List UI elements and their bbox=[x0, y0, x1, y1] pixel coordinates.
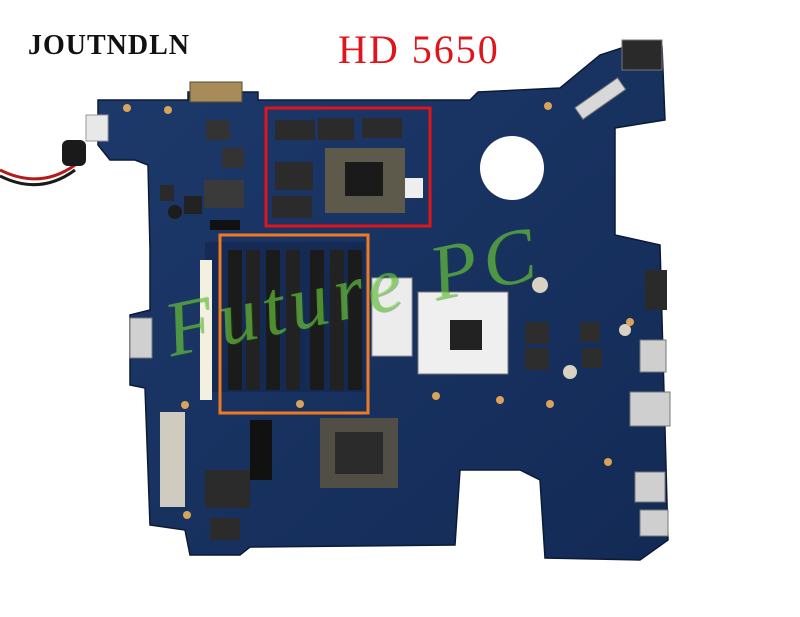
ram-highlight-box bbox=[218, 233, 370, 415]
screw-pads bbox=[123, 102, 634, 519]
left-port bbox=[129, 317, 153, 359]
brand-title: JOUTNDLN bbox=[28, 30, 191, 61]
cpu-socket bbox=[417, 291, 509, 375]
right-ports bbox=[629, 270, 671, 537]
power-components bbox=[525, 277, 631, 379]
gpu-section bbox=[272, 118, 423, 218]
chipset bbox=[320, 418, 398, 488]
gpu-highlight-box bbox=[264, 106, 432, 228]
board-label bbox=[371, 277, 413, 357]
gpu-core bbox=[345, 162, 383, 196]
dc-jack bbox=[62, 140, 86, 166]
gpu-model-label: HD 5650 bbox=[338, 27, 500, 72]
ram-slots bbox=[200, 242, 365, 400]
power-cable bbox=[0, 163, 76, 181]
top-connector bbox=[189, 81, 243, 103]
mounting-cutout bbox=[480, 136, 544, 200]
top-left-components bbox=[160, 120, 244, 230]
lan-port bbox=[621, 39, 663, 71]
lower-left-chips bbox=[160, 412, 272, 540]
